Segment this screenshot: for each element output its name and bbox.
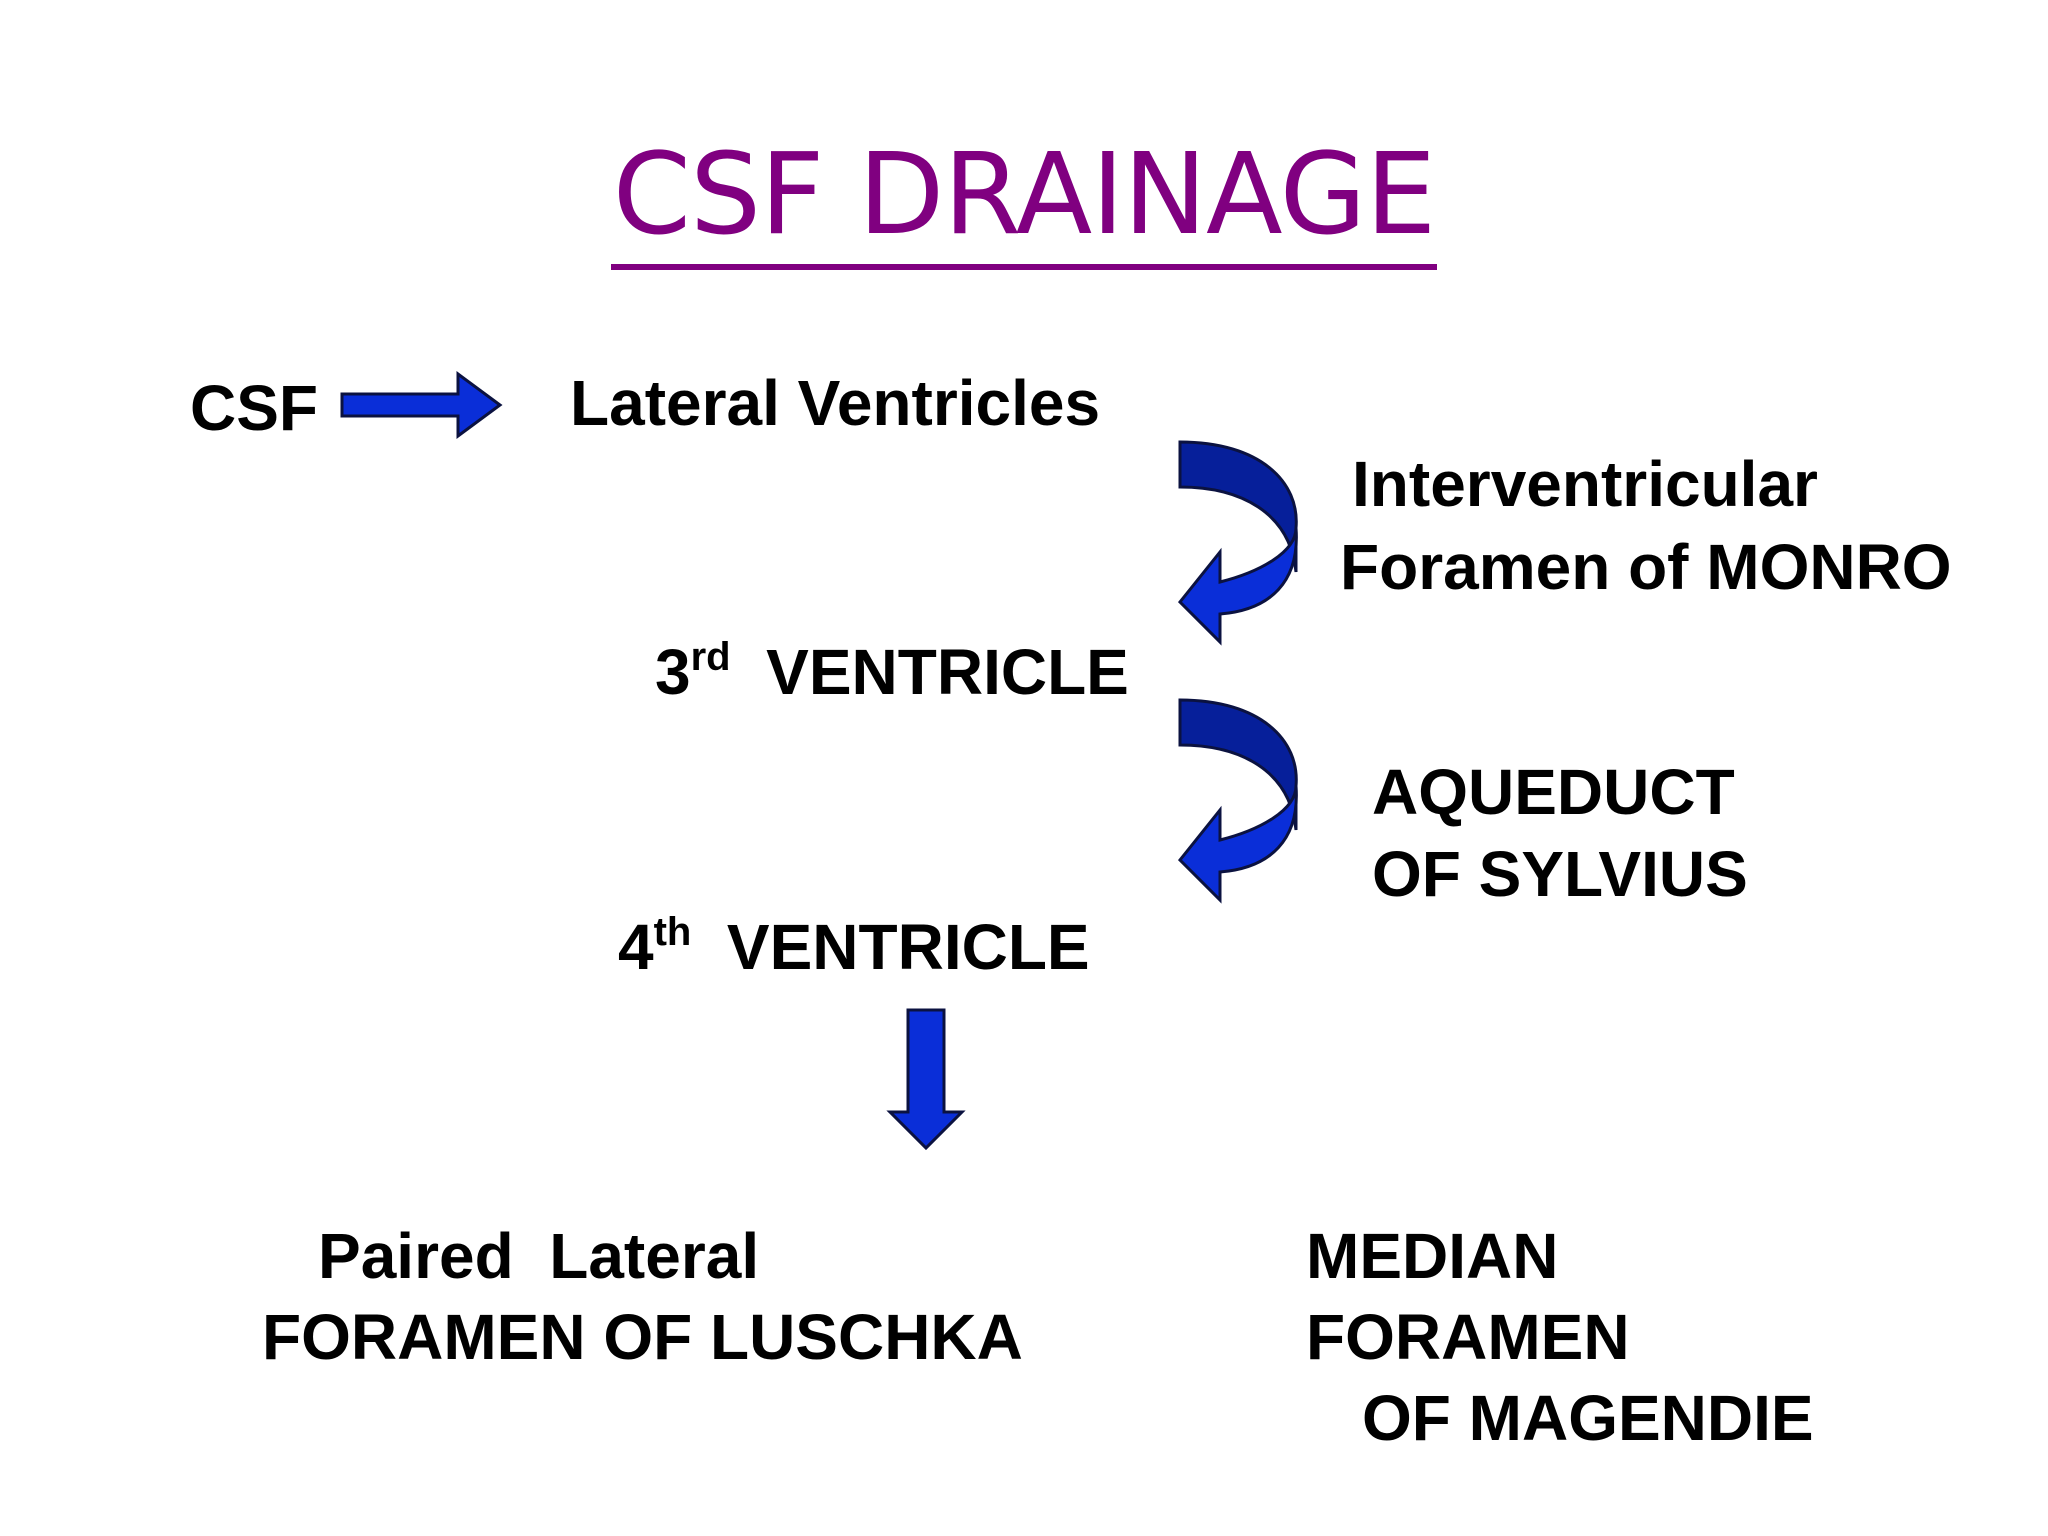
third-ventricle-word: VENTRICLE	[766, 636, 1129, 708]
magendie-label-line1: MEDIAN	[1306, 1220, 1559, 1292]
monro-label-line1: Interventricular	[1352, 448, 1818, 520]
curved-arrow-icon-sylvius	[1177, 698, 1298, 904]
monro-label-line2: Foramen of MONRO	[1340, 531, 1952, 603]
curved-arrow-icon-monro	[1177, 440, 1298, 646]
magendie-label-line2: FORAMEN	[1306, 1301, 1630, 1373]
slide-title: CSF DRAINAGE	[0, 130, 2048, 270]
luschka-label-line1: Paired Lateral	[318, 1220, 760, 1292]
sylvius-label-line1: AQUEDUCT	[1372, 756, 1735, 828]
sylvius-label-line2: OF SYLVIUS	[1372, 838, 1748, 910]
third-ventricle-label: 3rd VENTRICLE	[655, 632, 1129, 712]
lateral-ventricles-label: Lateral Ventricles	[570, 367, 1101, 439]
right-arrow-icon	[340, 371, 503, 439]
third-ventricle-number: 3	[655, 636, 691, 708]
down-arrow-icon	[886, 1008, 966, 1151]
csf-label: CSF	[190, 372, 318, 444]
fourth-ventricle-word: VENTRICLE	[726, 911, 1090, 983]
slide-title-text: CSF DRAINAGE	[610, 130, 1438, 270]
fourth-ventricle-number: 4	[618, 911, 654, 983]
fourth-ventricle-label: 4th VENTRICLE	[618, 907, 1090, 987]
third-ventricle-suffix: rd	[690, 635, 731, 679]
fourth-ventricle-suffix: th	[653, 910, 692, 954]
luschka-label-line2: FORAMEN OF LUSCHKA	[262, 1301, 1023, 1373]
magendie-label-line3: OF MAGENDIE	[1362, 1382, 1814, 1454]
